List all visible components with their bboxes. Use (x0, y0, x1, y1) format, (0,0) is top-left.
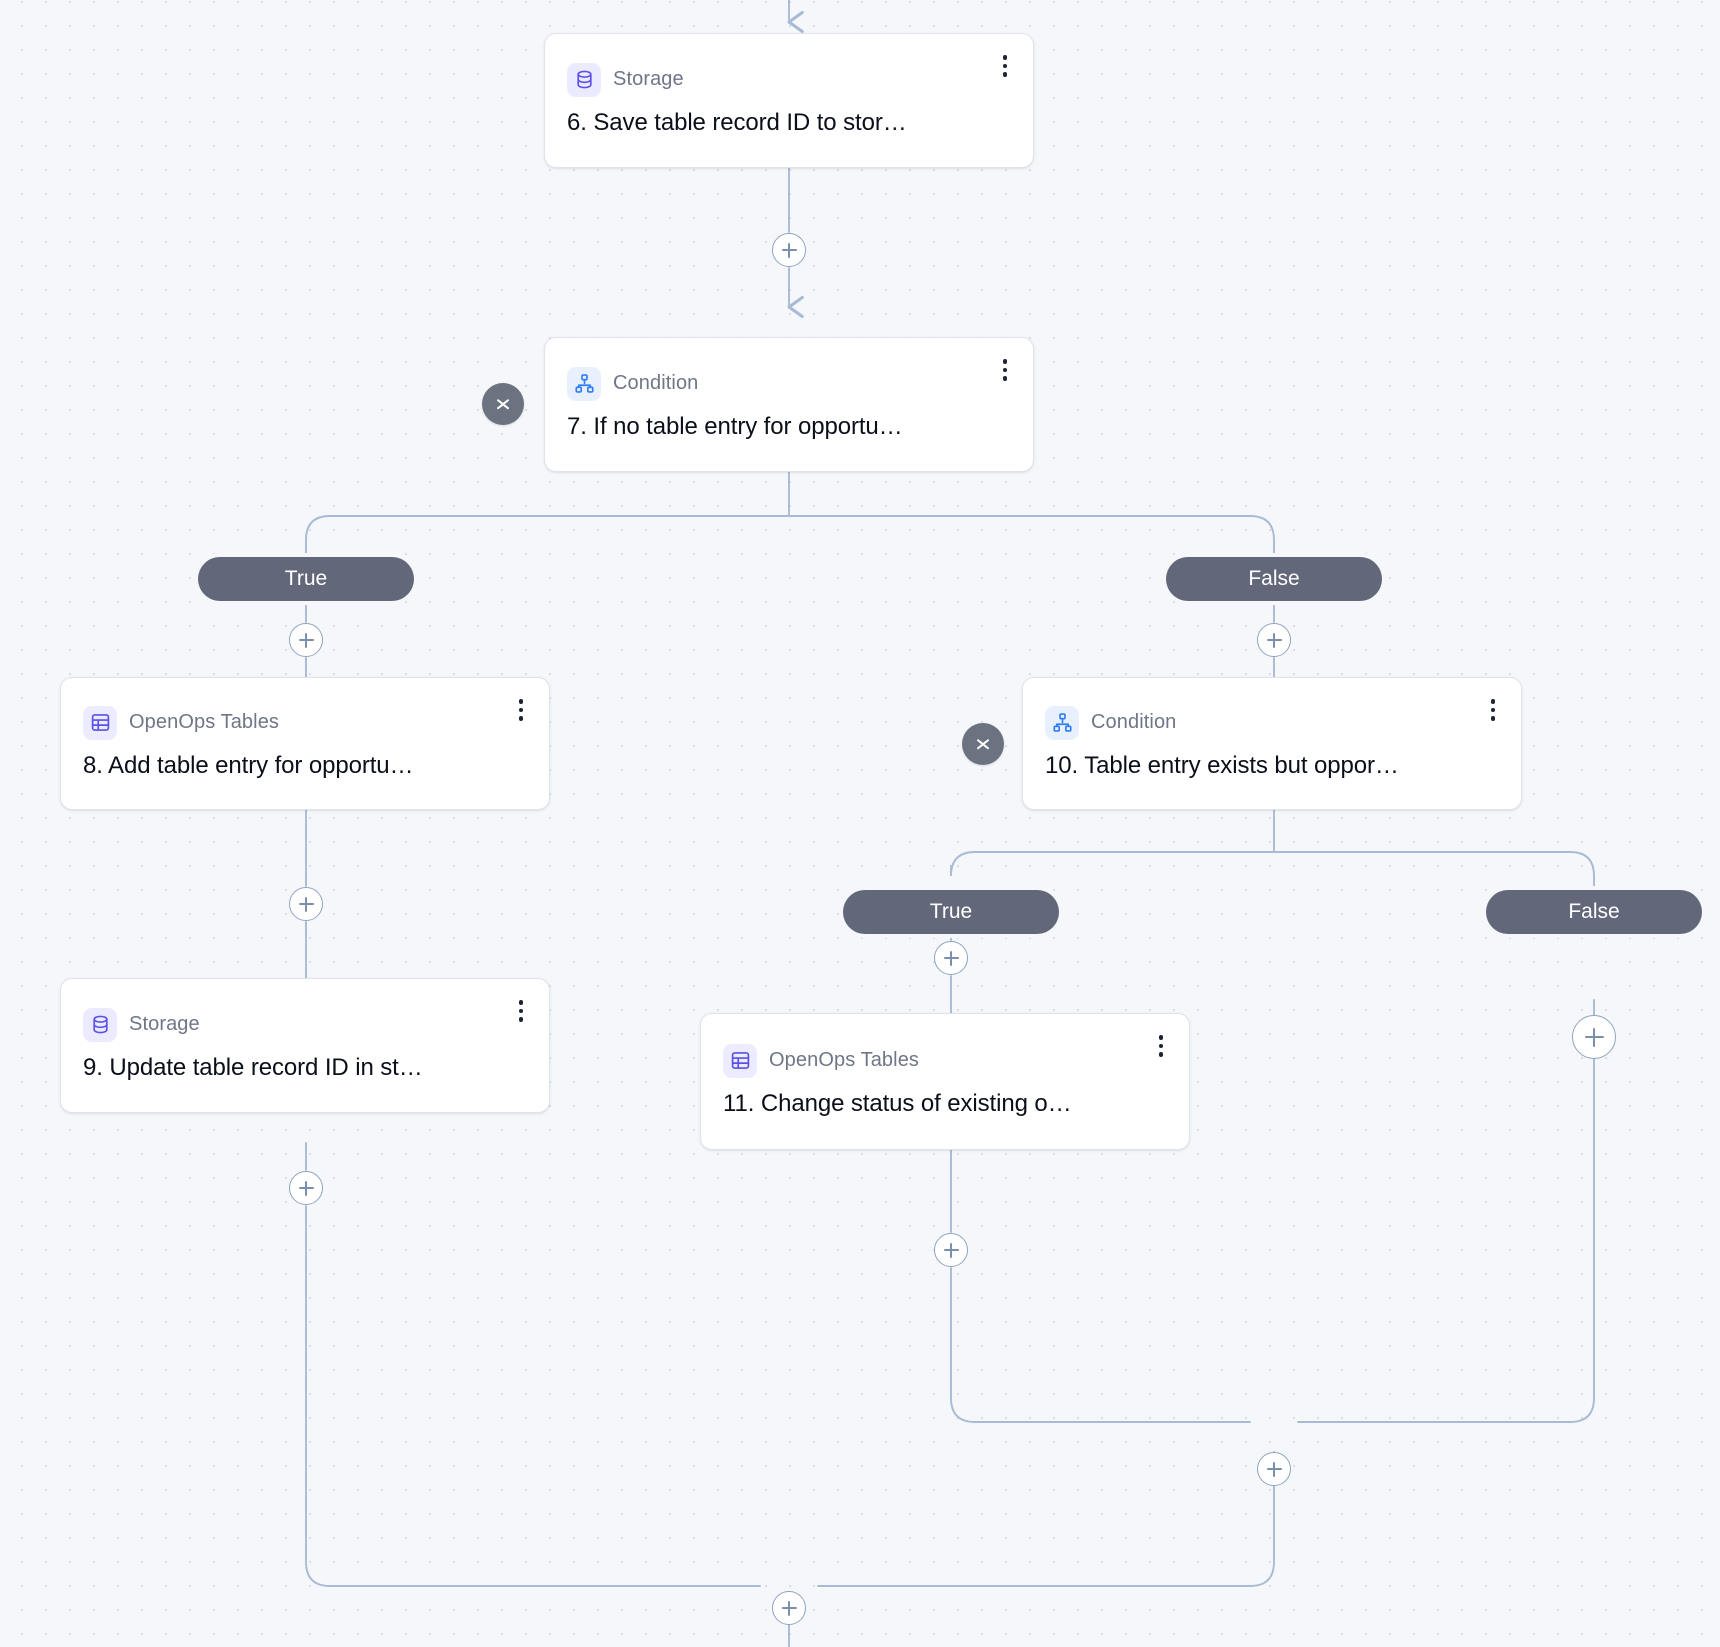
table-grid-icon (83, 705, 117, 740)
node-header: OpenOps Tables (83, 705, 527, 740)
add-step-merge-step-10[interactable] (1257, 1452, 1291, 1486)
add-step-branch-true-step-10[interactable] (934, 941, 968, 975)
more-options-icon[interactable] (1481, 696, 1505, 724)
collapse-branch-icon (977, 739, 989, 750)
node-header: Condition (567, 366, 1011, 401)
workflow-node-step-7[interactable]: Condition 7. If no table entry for oppor… (544, 337, 1034, 472)
collapse-branch-button-step-10[interactable] (962, 723, 1004, 765)
add-step-after-step-8[interactable] (289, 887, 323, 921)
branch-label-false-step-7[interactable]: False (1166, 557, 1382, 601)
branch-label-false-step-10[interactable]: False (1486, 890, 1702, 934)
add-step-branch-false-step-10[interactable] (1572, 1015, 1616, 1059)
condition-branch-icon (1045, 705, 1079, 740)
database-icon (567, 62, 601, 97)
add-step-branch-false-step-7[interactable] (1257, 623, 1291, 657)
node-kind-label: Condition (613, 372, 699, 394)
node-title: 9. Update table record ID in st… (83, 1053, 423, 1081)
add-step-after-step-6[interactable] (772, 233, 806, 267)
node-kind-label: Storage (613, 68, 684, 90)
workflow-node-step-9[interactable]: Storage 9. Update table record ID in st… (60, 978, 550, 1113)
workflow-node-step-11[interactable]: OpenOps Tables 11. Change status of exis… (700, 1013, 1190, 1150)
node-kind-label: Condition (1091, 711, 1177, 733)
node-title: 6. Save table record ID to stor… (567, 108, 907, 136)
more-options-icon[interactable] (509, 696, 533, 724)
collapse-branch-icon (497, 399, 509, 410)
more-options-icon[interactable] (993, 356, 1017, 384)
more-options-icon[interactable] (509, 997, 533, 1025)
more-options-icon[interactable] (1149, 1032, 1173, 1060)
node-header: Condition (1045, 705, 1499, 740)
node-kind-label: OpenOps Tables (129, 711, 280, 733)
table-grid-icon (723, 1043, 757, 1078)
node-title: 8. Add table entry for opportu… (83, 751, 414, 779)
node-header: Storage (83, 1007, 527, 1042)
node-title: 7. If no table entry for opportu… (567, 412, 903, 440)
more-options-icon[interactable] (993, 52, 1017, 80)
workflow-node-step-10[interactable]: Condition 10. Table entry exists but opp… (1022, 677, 1522, 810)
add-step-branch-true-step-7[interactable] (289, 623, 323, 657)
add-step-after-step-11[interactable] (934, 1233, 968, 1267)
database-icon (83, 1007, 117, 1042)
node-title: 10. Table entry exists but oppor… (1045, 751, 1399, 779)
condition-branch-icon (567, 366, 601, 401)
node-kind-label: OpenOps Tables (769, 1049, 920, 1071)
node-header: OpenOps Tables (723, 1043, 1167, 1078)
workflow-node-step-6[interactable]: Storage 6. Save table record ID to stor… (544, 33, 1034, 168)
collapse-branch-button-step-7[interactable] (482, 383, 524, 425)
branch-label-true-step-10[interactable]: True (843, 890, 1059, 934)
add-step-merge-bottom[interactable] (772, 1591, 806, 1625)
workflow-node-step-8[interactable]: OpenOps Tables 8. Add table entry for op… (60, 677, 550, 810)
branch-label-true-step-7[interactable]: True (198, 557, 414, 601)
add-step-after-step-9[interactable] (289, 1171, 323, 1205)
node-header: Storage (567, 62, 1011, 97)
node-title: 11. Change status of existing o… (723, 1089, 1072, 1117)
node-kind-label: Storage (129, 1013, 200, 1035)
